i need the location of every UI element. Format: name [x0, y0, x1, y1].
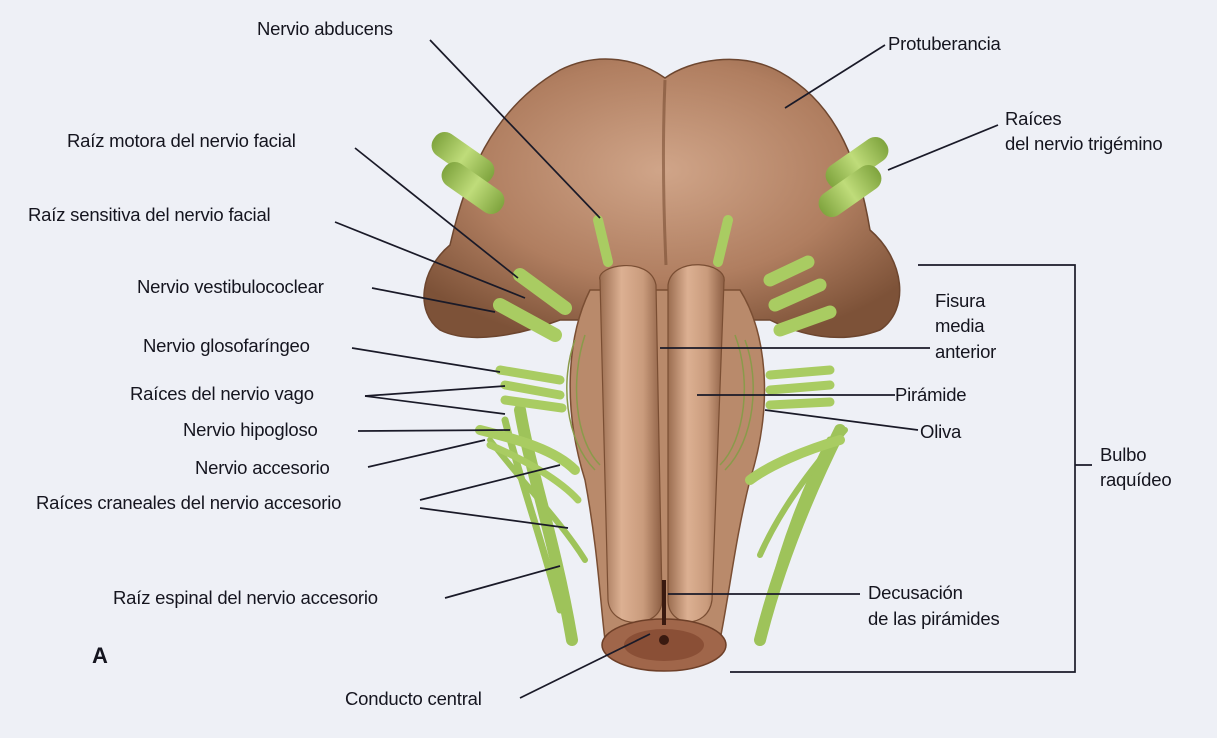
label-decusacion-1: Decusación: [868, 582, 963, 603]
leader-lines: [334, 39, 1092, 699]
pyramid-right: [667, 264, 725, 623]
label-raices-trigemino-2: del nervio trigémino: [1005, 133, 1163, 154]
label-hipogloso: Nervio hipogloso: [183, 419, 318, 440]
label-bulbo-2: raquídeo: [1100, 469, 1172, 490]
panel-letter: A: [92, 643, 108, 668]
pyramid-left: [599, 264, 663, 623]
label-decusacion-2: de las pirámides: [868, 608, 1000, 629]
label-raiz-espinal-accesorio: Raíz espinal del nervio accesorio: [113, 587, 378, 608]
label-fisura-2: media: [935, 315, 985, 336]
trigeminal-roots: [431, 131, 889, 218]
label-glosofaringeo: Nervio glosofaríngeo: [143, 335, 310, 356]
label-raiz-sensitiva-facial: Raíz sensitiva del nervio facial: [28, 204, 271, 225]
label-fisura-1: Fisura: [935, 290, 986, 311]
label-vestibulococlear: Nervio vestibulococlear: [137, 276, 324, 297]
label-raices-trigemino-1: Raíces: [1005, 108, 1062, 129]
label-raiz-motora-facial: Raíz motora del nervio facial: [67, 130, 296, 151]
label-bulbo-1: Bulbo: [1100, 444, 1147, 465]
label-raices-craneales-accesorio: Raíces craneales del nervio accesorio: [36, 492, 342, 513]
label-accesorio: Nervio accesorio: [195, 457, 330, 478]
olive-hatching: [566, 334, 754, 471]
medulla-shape: [569, 289, 766, 666]
label-conducto-central: Conducto central: [345, 688, 482, 709]
label-oliva: Oliva: [920, 421, 962, 442]
label-nervio-abducens: Nervio abducens: [257, 18, 393, 39]
label-fisura-3: anterior: [935, 341, 997, 362]
label-protuberancia: Protuberancia: [888, 33, 1001, 54]
label-raices-vago: Raíces del nervio vago: [130, 383, 314, 404]
label-piramide: Pirámide: [895, 384, 967, 405]
